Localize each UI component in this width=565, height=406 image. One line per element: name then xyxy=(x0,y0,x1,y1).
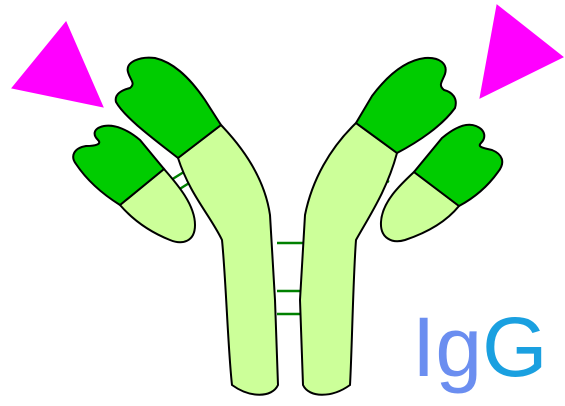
heavy-chain-right-constant xyxy=(300,123,397,395)
antigen-right xyxy=(480,5,563,98)
heavy-chain-left xyxy=(116,58,278,395)
igg-label: IgG xyxy=(412,300,547,394)
igg-label-suffix: G xyxy=(482,300,547,394)
antigen-left xyxy=(12,22,103,107)
hinge-disulfide-bonds xyxy=(277,243,303,314)
heavy-chain-left-constant xyxy=(178,125,278,395)
igg-label-prefix: Ig xyxy=(412,300,482,394)
